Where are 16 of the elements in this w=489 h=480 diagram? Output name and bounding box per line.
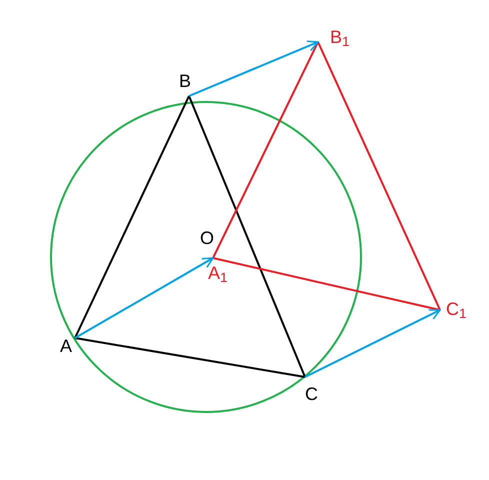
point-label: B	[179, 72, 192, 90]
point-label: A$_{1}$	[208, 264, 228, 282]
point-label: C$_{1}$	[446, 300, 467, 318]
vector-arrow	[74, 257, 214, 339]
line-segment	[212, 42, 319, 258]
line-segment	[212, 257, 440, 311]
vector-arrow	[304, 309, 441, 378]
vector-arrow	[188, 40, 319, 97]
line-segment	[74, 96, 190, 338]
point-label: C	[305, 385, 318, 403]
point-label: A	[60, 337, 72, 355]
point-label: O	[200, 229, 214, 247]
line-segment	[188, 96, 306, 378]
point-label: B$_{1}$	[330, 28, 350, 46]
line-segment	[74, 337, 306, 378]
line-segment	[317, 42, 441, 310]
